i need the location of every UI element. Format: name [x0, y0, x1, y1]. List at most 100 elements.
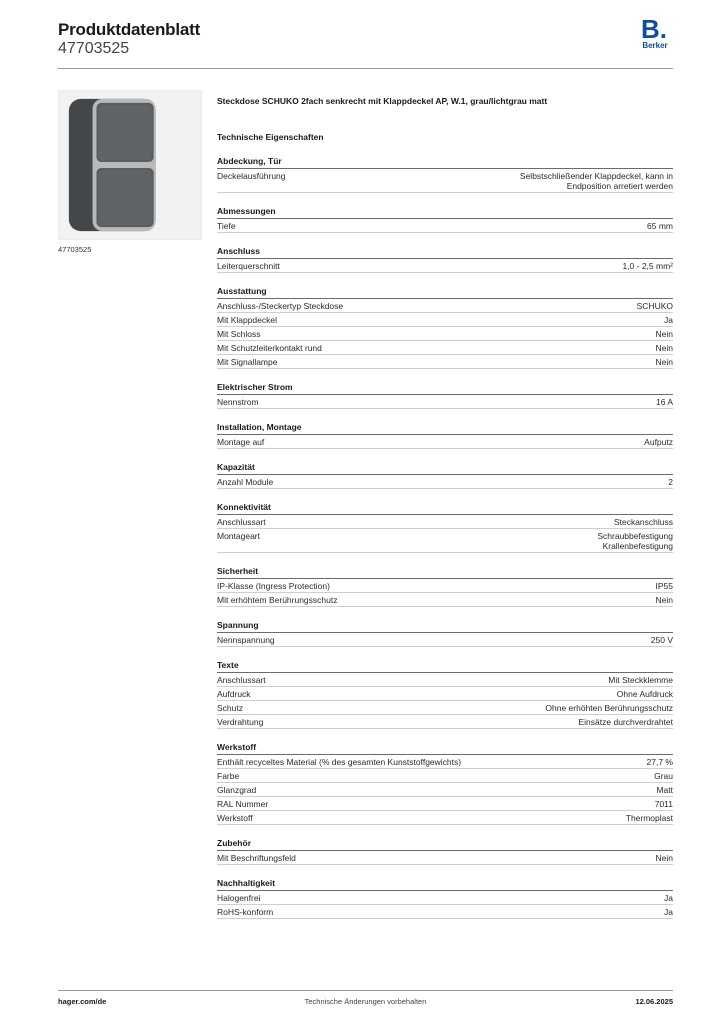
property-label: Nennstrom	[217, 397, 259, 407]
property-value: Selbstschließender Klappdeckel, kann in …	[519, 171, 673, 191]
property-value: Ohne erhöhten Berührungsschutz	[545, 703, 673, 713]
property-label: Deckelausführung	[217, 171, 286, 181]
product-name: Steckdose SCHUKO 2fach senkrecht mit Kla…	[217, 96, 548, 106]
section-heading: Technische Eigenschaften	[217, 132, 324, 142]
property-row: Mit Schutzleiterkontakt rund Nein	[217, 341, 673, 355]
group-title: Nachhaltigkeit	[217, 878, 673, 891]
property-row: RAL Nummer 7011	[217, 797, 673, 811]
footer-divider	[58, 990, 673, 991]
property-row: Farbe Grau	[217, 769, 673, 783]
group-title: Konnektivität	[217, 502, 673, 515]
property-row: Montage auf Aufputz	[217, 435, 673, 449]
property-value: Ja	[664, 893, 673, 903]
header-divider	[58, 68, 673, 69]
property-value: 1,0 - 2,5 mm²	[622, 261, 673, 271]
property-value: IP55	[655, 581, 674, 591]
footer-website: hager.com/de	[58, 997, 107, 1006]
property-label: Anschluss-/Steckertyp Steckdose	[217, 301, 344, 311]
property-label: Anzahl Module	[217, 477, 274, 487]
property-label: Farbe	[217, 771, 240, 781]
footer-notice: Technische Änderungen vorbehalten	[304, 997, 427, 1006]
property-label: Mit Beschriftungsfeld	[217, 853, 296, 863]
property-row: Anschlussart Mit Steckklemme	[217, 673, 673, 687]
property-value: Ohne Aufdruck	[616, 689, 673, 699]
footer-date: 12.06.2025	[635, 997, 673, 1006]
property-value: Nein	[655, 343, 673, 353]
property-value: SCHUKO	[636, 301, 673, 311]
property-row: Enthält recyceltes Material (% des gesam…	[217, 755, 673, 769]
property-row: Werkstoff Thermoplast	[217, 811, 673, 825]
property-label: Glanzgrad	[217, 785, 257, 795]
socket-illustration	[59, 91, 201, 239]
property-row: Nennspannung 250 V	[217, 633, 673, 647]
property-value: Nein	[655, 357, 673, 367]
product-details: Steckdose SCHUKO 2fach senkrecht mit Kla…	[217, 95, 673, 919]
group-title: Spannung	[217, 620, 673, 633]
property-row: Nennstrom 16 A	[217, 395, 673, 409]
property-label: Anschlussart	[217, 675, 266, 685]
berker-logo-icon: B.	[641, 16, 667, 42]
property-value: Nein	[655, 595, 673, 605]
group-title: Kapazität	[217, 462, 673, 475]
property-label: Montage auf	[217, 437, 265, 447]
property-label: Mit Schutzleiterkontakt rund	[217, 343, 322, 353]
group-title: Zubehör	[217, 838, 673, 851]
property-value: 250 V	[650, 635, 673, 645]
property-value: Thermoplast	[625, 813, 673, 823]
berker-logo: B. Berker	[637, 16, 673, 54]
document-title: Produktdatenblatt	[58, 20, 201, 39]
property-value: Matt	[656, 785, 673, 795]
article-number: 47703525	[58, 40, 130, 57]
group-title: Elektrischer Strom	[217, 382, 673, 395]
property-label: Mit Klappdeckel	[217, 315, 278, 325]
property-label: RAL Nummer	[217, 799, 269, 809]
group-title: Sicherheit	[217, 566, 673, 579]
property-row: Anschluss-/Steckertyp Steckdose SCHUKO	[217, 299, 673, 313]
property-group: Werkstoff Enthält recyceltes Material (% …	[217, 742, 673, 825]
property-value: Nein	[655, 853, 673, 863]
logo-mark-text: B.	[641, 16, 667, 42]
property-label: Werkstoff	[217, 813, 253, 823]
property-row: Schutz Ohne erhöhten Berührungsschutz	[217, 701, 673, 715]
logo-text: Berker	[642, 41, 668, 50]
property-value: Mit Steckklemme	[608, 675, 673, 685]
group-title: Ausstattung	[217, 286, 673, 299]
property-value: 27,7 %	[646, 757, 673, 767]
property-label: Enthält recyceltes Material (% des gesam…	[217, 757, 462, 767]
property-value: Grau	[654, 771, 673, 781]
property-value: Steckanschluss	[613, 517, 673, 527]
document-header: Produktdatenblatt 47703525 B. Berker	[58, 16, 673, 70]
property-value: 65 mm	[647, 221, 673, 231]
property-label: Tiefe	[217, 221, 236, 231]
group-title: Abdeckung, Tür	[217, 156, 673, 169]
product-image	[58, 90, 202, 240]
property-value: 16 A	[655, 397, 673, 407]
property-label: Schutz	[217, 703, 243, 713]
property-row: Deckelausführung Selbstschließender Klapp…	[217, 169, 673, 193]
property-row: Glanzgrad Matt	[217, 783, 673, 797]
property-value: 7011	[654, 799, 673, 809]
property-value: Aufputz	[644, 437, 673, 447]
property-label: Nennspannung	[217, 635, 275, 645]
property-value: Einsätze durchverdrahtet	[578, 717, 674, 727]
group-title: Texte	[217, 660, 673, 673]
property-label: RoHS-konform	[217, 907, 274, 917]
property-label: Leiterquerschnitt	[217, 261, 280, 271]
